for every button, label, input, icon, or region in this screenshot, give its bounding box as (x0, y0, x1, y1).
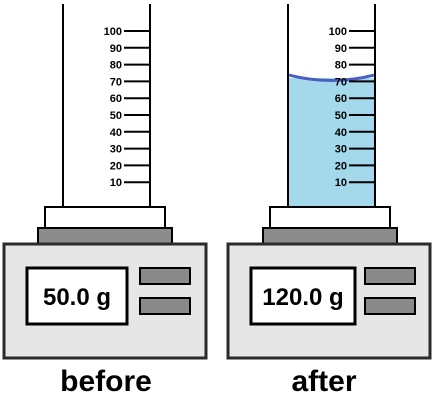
reading-before: 50.0 g (43, 284, 111, 311)
tick-label: 100 (329, 26, 347, 38)
display-after (249, 266, 357, 326)
tick-label: 60 (110, 93, 122, 105)
scale-after: 10 20 30 40 50 60 70 80 90 100 120.0 g (226, 4, 432, 360)
tick-label: 20 (335, 160, 347, 172)
tick-label: 10 (335, 177, 347, 189)
tick-label: 20 (110, 160, 122, 172)
tick-label: 90 (110, 43, 122, 55)
tick-label: 40 (335, 127, 347, 139)
tick-label: 30 (335, 144, 347, 156)
caption-before: before (60, 365, 152, 398)
scale-pan-after (269, 206, 391, 229)
button-lower-before (139, 297, 191, 315)
meniscus-after (288, 73, 375, 83)
scale-pan-base-before (37, 227, 173, 245)
tick-label: 80 (335, 60, 347, 72)
tick-label: 10 (110, 177, 122, 189)
scale-before: 10 20 30 40 50 60 70 80 90 100 50.0 g (2, 4, 208, 360)
tick-label: 50 (110, 110, 122, 122)
button-upper-before (139, 267, 191, 285)
display-before (25, 266, 129, 326)
scale-pan-before (44, 206, 166, 229)
button-lower-after (364, 297, 416, 315)
tick-label: 50 (335, 110, 347, 122)
cylinder-liquid-after (288, 78, 375, 207)
tick-label: 40 (110, 127, 122, 139)
cylinder-scale-after: 10 20 30 40 50 60 70 80 90 100 (329, 26, 374, 189)
tick-label: 80 (110, 60, 122, 72)
scale-pan-base-after (262, 227, 398, 245)
cylinder-scale-before: 10 20 30 40 50 60 70 80 90 100 (104, 26, 149, 189)
tick-label: 100 (104, 26, 122, 38)
caption-after: after (291, 365, 357, 398)
button-upper-after (364, 267, 416, 285)
tick-label: 70 (110, 76, 122, 88)
reading-after: 120.0 g (262, 284, 343, 311)
tick-label: 70 (335, 76, 347, 88)
tick-label: 30 (110, 144, 122, 156)
graduated-cylinder-before: 10 20 30 40 50 60 70 80 90 100 (62, 4, 151, 208)
tick-label: 90 (335, 43, 347, 55)
tick-label: 60 (335, 93, 347, 105)
graduated-cylinder-after: 10 20 30 40 50 60 70 80 90 100 (287, 4, 376, 208)
